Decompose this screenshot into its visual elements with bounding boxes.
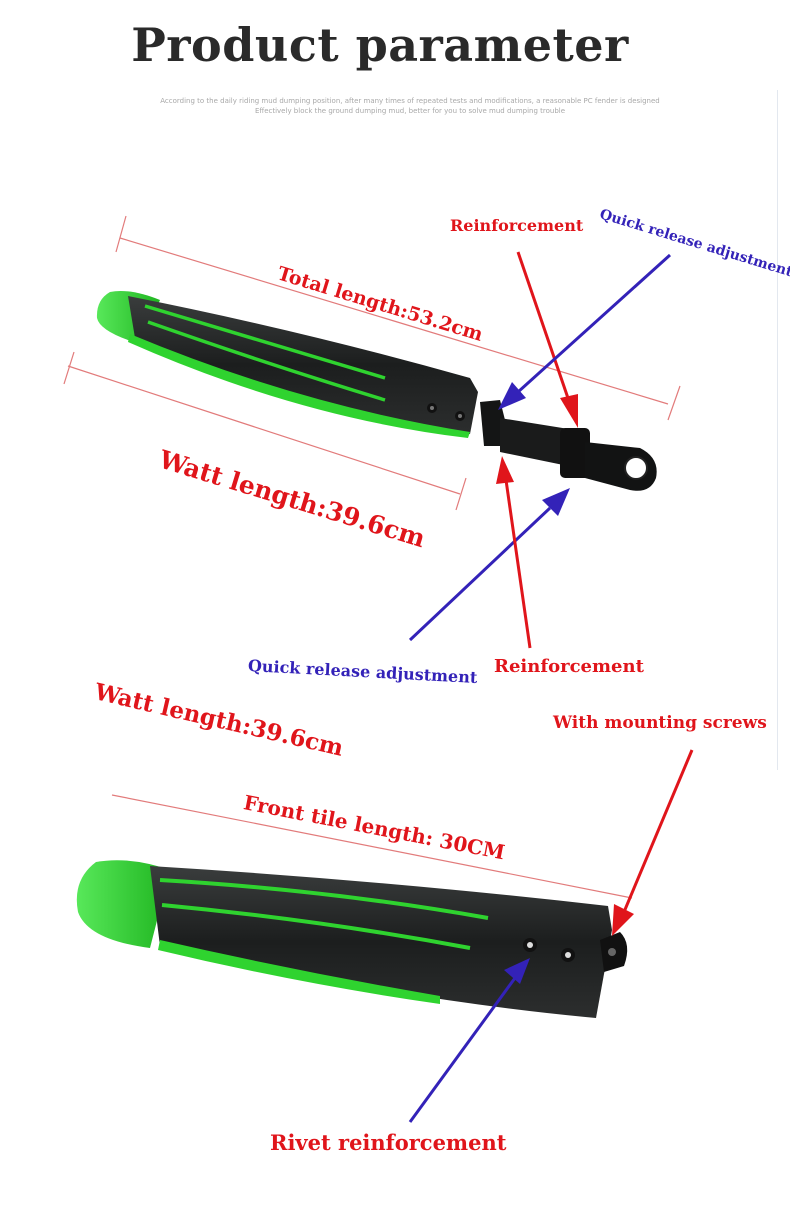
rivet-reinforcement-label: Rivet reinforcement [270, 1130, 507, 1155]
watt-length-dimension-rear [63, 351, 467, 511]
front-tile-length-dimension [111, 794, 633, 899]
total-length-dimension [115, 215, 681, 421]
quick-release-bottom-arrow [408, 488, 570, 642]
rear-fender-image [96, 291, 657, 491]
front-fender-image [76, 860, 628, 1018]
reinforcement-bottom-label: Reinforcement [494, 656, 644, 677]
rivet-reinforcement-arrow [408, 958, 530, 1123]
reinforcement-top-label: Reinforcement [450, 216, 584, 235]
quick-release-top-arrow [498, 253, 672, 410]
reinforcement-bottom-arrow [496, 456, 532, 649]
mounting-screws-label: With mounting screws [553, 713, 767, 733]
page-guide-line [777, 90, 778, 770]
reinforcement-top-arrow [516, 251, 578, 428]
mounting-screws-arrow [612, 749, 694, 936]
subtitle-line-1: According to the daily riding mud dumpin… [160, 97, 660, 105]
subtitle-line-2: Effectively block the ground dumping mud… [254, 107, 566, 115]
page-title: Product parameter [131, 18, 629, 72]
